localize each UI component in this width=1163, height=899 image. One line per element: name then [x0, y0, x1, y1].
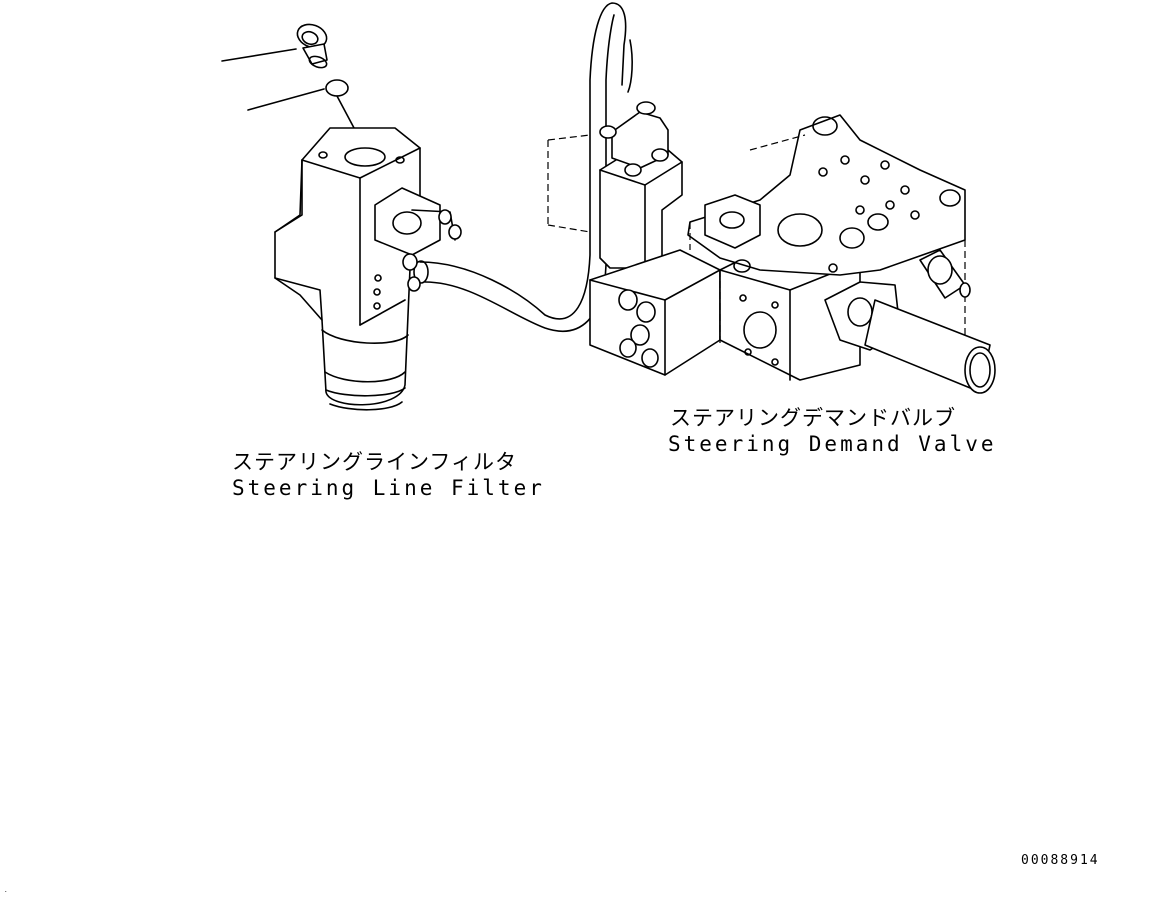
- filter-label-jp: ステアリングラインフィルタ: [232, 450, 517, 474]
- valve-label: ステアリングデマンドバルブ Steering Demand Valve: [668, 402, 997, 456]
- figure-number: 00088914: [1021, 853, 1100, 868]
- plug-bolt-part: [296, 23, 328, 69]
- filter-label-en: Steering Line Filter: [232, 476, 545, 500]
- valve-label-jp: ステアリングデマンドバルブ: [670, 406, 956, 430]
- steering-demand-valve-drawing: [547, 101, 996, 394]
- valve-label-en: Steering Demand Valve: [668, 432, 997, 456]
- steering-pipe: [413, 2, 633, 332]
- o-ring-part: [325, 79, 349, 97]
- filter-label: ステアリングラインフィルタ Steering Line Filter: [232, 446, 545, 500]
- edge-mark: .: [4, 887, 8, 894]
- steering-line-filter-drawing: [274, 127, 462, 411]
